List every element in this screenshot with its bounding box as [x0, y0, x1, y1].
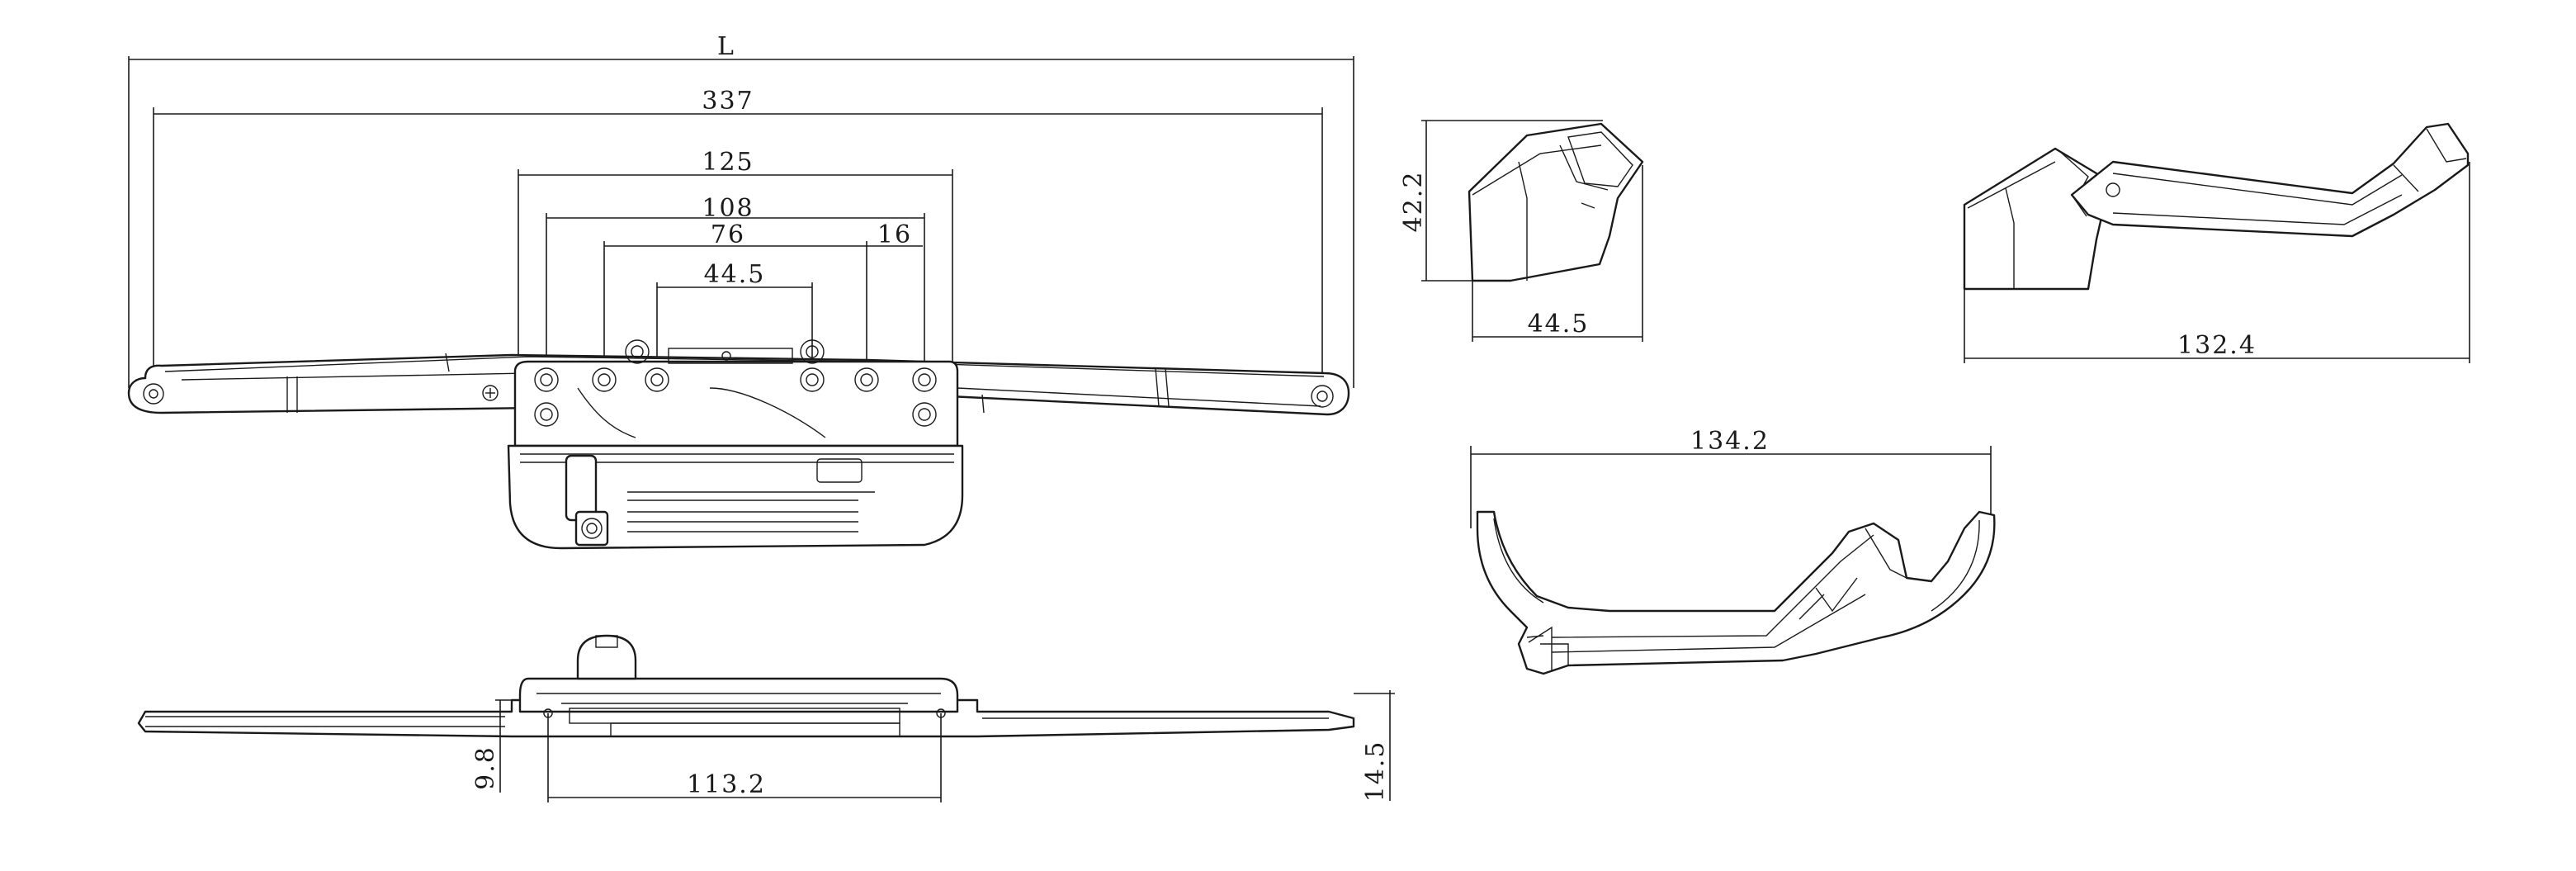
- dimension-337: 337: [153, 87, 1323, 388]
- dim-9-8-label: 9.8: [471, 746, 500, 790]
- side-view-handle-folded: 134.2: [1470, 427, 1996, 675]
- dimension-132-4: 132.4: [1964, 162, 2470, 363]
- dim-134-2-label: 134.2: [1690, 427, 1770, 456]
- side-view-folded: 42.2 44.5: [1399, 120, 1644, 342]
- dimension-42-2: 42.2: [1399, 120, 1603, 282]
- dim-113-2-label: 113.2: [687, 770, 766, 799]
- dimension-113-2: 113.2: [547, 713, 942, 802]
- dimension-44-5-side: 44.5: [1472, 165, 1643, 342]
- dimension-16: 16: [867, 220, 923, 249]
- dim-44-5-side-label: 44.5: [1528, 310, 1590, 338]
- dim-108-label: 108: [702, 194, 754, 223]
- front-view: 113.2 9.8 14.5: [137, 634, 1395, 802]
- dim-L-label: L: [717, 32, 735, 61]
- dimension-14-5: 14.5: [1354, 690, 1395, 802]
- dim-132-4-label: 132.4: [2177, 331, 2257, 360]
- dimension-9-8: 9.8: [471, 699, 515, 793]
- dim-44-5-top-label: 44.5: [704, 260, 766, 289]
- side-view-handle-extended: 132.4: [1963, 122, 2470, 363]
- dim-16-label: 16: [877, 220, 912, 249]
- top-view: L 337 125 108 76: [127, 32, 1354, 550]
- dim-14-5-label: 14.5: [1361, 741, 1390, 802]
- dimension-108: 108: [546, 194, 925, 380]
- dim-337-label: 337: [702, 87, 754, 116]
- dim-125-label: 125: [702, 148, 754, 177]
- operator-housing: [507, 339, 964, 550]
- dimension-134-2: 134.2: [1470, 427, 1992, 528]
- dim-42-2-label: 42.2: [1399, 171, 1428, 233]
- dim-76-label: 76: [711, 220, 745, 249]
- dimension-L: L: [128, 32, 1354, 388]
- dimension-76: 76: [603, 220, 867, 380]
- dimension-125: 125: [518, 148, 953, 380]
- mounting-holes: [534, 339, 937, 427]
